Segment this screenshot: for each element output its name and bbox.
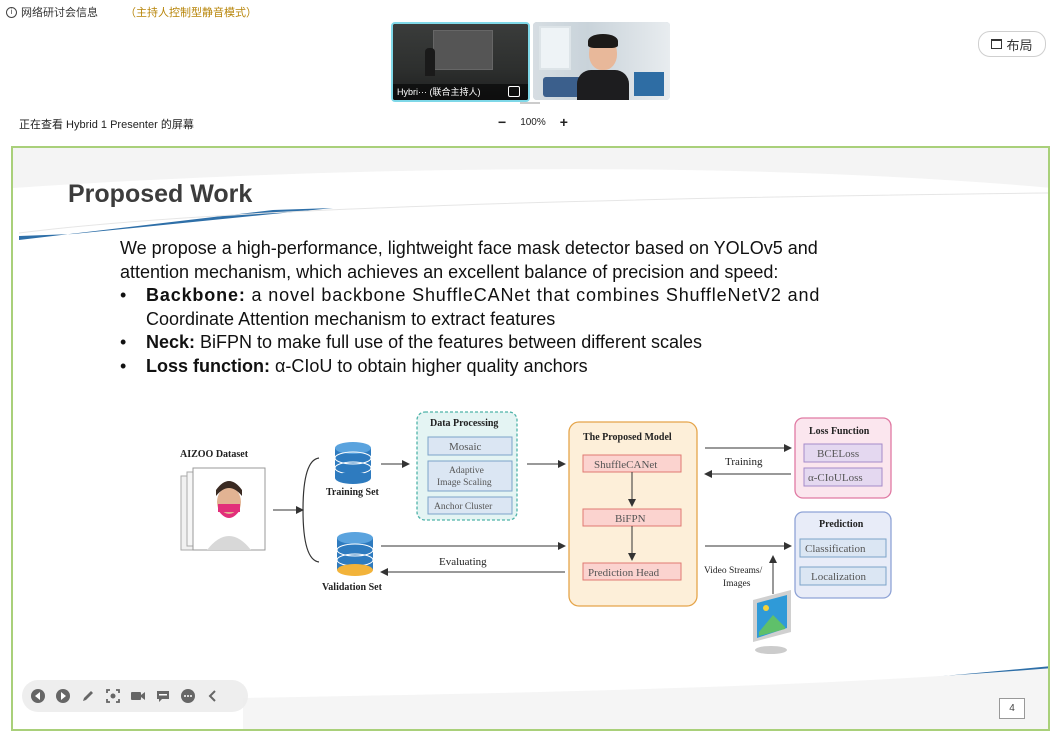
bullet-loss: • Loss function: α-CIoU to obtain higher… [120,355,1000,379]
dp-mosaic-label: Mosaic [449,441,482,453]
pen-icon[interactable] [80,688,96,704]
zoom-out-button[interactable]: − [498,114,507,130]
pred-localization-label: Localization [811,571,866,583]
bullet-mark: • [120,355,127,376]
loss-title: Loss Function [809,426,870,437]
mute-mode-label: （主持人控制型静音模式） [125,7,257,19]
bullet-label: Backbone: [146,285,246,305]
bullet-label: Neck: [146,332,196,352]
training-set-label: Training Set [326,487,380,498]
zoom-control: − 100% + [498,114,568,130]
intro-line: We propose a high-performance, lightweig… [120,238,818,258]
data-processing-title: Data Processing [430,418,498,429]
pred-localization-box [799,566,887,586]
presenter-figure [425,48,435,76]
layout-button-label: 布局 [1006,37,1033,53]
screenshot-icon[interactable] [105,688,121,704]
dp-adaptive-label-1: Adaptive [449,466,484,476]
bullet-text: BiFPN to make full use of the features b… [200,332,702,352]
bullet-text: a novel backbone ShuffleCANet that combi… [251,285,821,305]
video-tile-host[interactable]: Hybri··· (联合主持人) [391,22,530,102]
bullet-backbone: • Backbone: a novel backbone ShuffleCANe… [120,284,1000,308]
loss-aciou-box [803,467,883,487]
pred-classification-box [799,538,887,558]
evaluating-label: Evaluating [439,556,487,568]
layout-button[interactable]: 布局 [978,31,1046,57]
webinar-info[interactable]: i 网络研讨会信息 [6,4,98,20]
loss-aciou-label: α-CIoULoss [808,472,863,484]
video-tile-participant[interactable] [533,22,670,100]
prediction-title: Prediction [819,519,864,530]
webinar-info-label: 网络研讨会信息 [21,7,98,19]
architecture-diagram: AIZOO Dataset Training Set [180,411,892,654]
bullet-neck: • Neck: BiFPN to make full use of the fe… [120,331,1000,355]
prev-icon[interactable] [30,688,46,704]
next-icon[interactable] [55,688,71,704]
video-tile-name: Hybri··· (联合主持人) [393,84,528,100]
video-strip-handle[interactable] [520,102,540,104]
video-streams-label-1: Video Streams/ [704,566,763,576]
chat-icon[interactable] [155,688,171,704]
projector-screen [433,30,493,70]
model-shufflecanet-label: ShuffleCANet [594,459,657,471]
slide-body: We propose a high-performance, lightweig… [120,237,1000,378]
slide-decoration [13,148,1048,729]
model-title: The Proposed Model [583,432,672,443]
meeting-topbar: i 网络研讨会信息 （主持人控制型静音模式） Hybri··· (联合主持人) … [0,0,1055,140]
training-label: Training [725,456,763,468]
validation-set-label: Validation Set [322,582,383,593]
model-head-label: Prediction Head [588,567,660,579]
model-bifpn-label: BiFPN [615,513,646,525]
dp-adaptive-label-2: Image Scaling [437,478,492,488]
slide-title: Proposed Work [68,180,253,208]
dataset-label: AIZOO Dataset [180,449,249,460]
shared-slide: Proposed Work We propose a high-performa… [11,146,1050,731]
training-set-db-icon [334,442,372,484]
zoom-level: 100% [520,116,546,128]
collapse-icon[interactable] [205,688,221,704]
slide-page-number: 4 [999,698,1025,719]
dataset-images [180,467,266,551]
pred-classification-label: Classification [805,543,866,555]
monitor-icon [753,590,791,654]
camera-icon[interactable] [130,688,146,704]
intro-line: attention mechanism, which achieves an e… [120,261,779,282]
bullet-label: Loss function: [146,355,270,376]
bullet-continuation: Coordinate Attention mechanism to extrac… [146,308,556,329]
dp-anchor-label: Anchor Cluster [434,502,493,512]
presentation-controls [22,680,248,712]
zoom-in-button[interactable]: + [559,114,568,130]
bullet-mark: • [120,332,127,352]
model-head-box [582,562,682,581]
more-icon[interactable] [180,688,196,704]
info-icon: i [6,6,17,18]
loss-bce-label: BCELoss [817,448,859,460]
bullet-text: α-CIoU to obtain higher quality anchors [275,355,588,376]
dp-adaptive-box [427,460,513,492]
loss-bce-box [803,443,883,463]
dp-mosaic-box [427,436,513,456]
validation-set-db-icon [336,532,374,576]
screen-share-icon [508,86,520,97]
viewing-screen-label: 正在查看 Hybrid 1 Presenter 的屏幕 [19,119,194,131]
video-streams-label-2: Images [723,579,751,589]
layout-icon [991,39,1003,49]
bullet-mark: • [120,285,127,305]
dp-anchor-box [427,496,513,515]
